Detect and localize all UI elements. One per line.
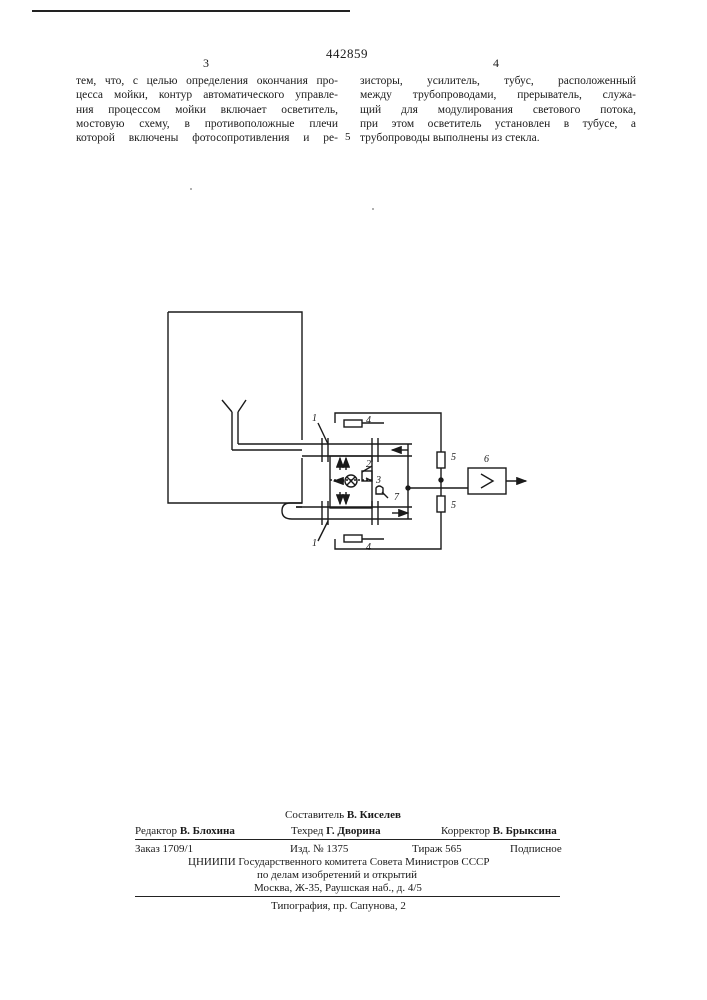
diagram-label: 1: [312, 413, 317, 424]
imprint-rule: [135, 839, 560, 840]
bridge-wire-bottom: [335, 512, 441, 549]
compiler-name: В. Киселев: [347, 809, 401, 821]
issue-number: Изд. № 1375: [290, 842, 348, 856]
editor-name: В. Блохина: [180, 825, 235, 837]
techred-label: Техред: [291, 825, 323, 837]
bridge-wire-top: [335, 413, 441, 452]
compiler-label: Составитель: [285, 809, 344, 821]
diagram-label: 2: [366, 459, 371, 470]
funnel: [222, 400, 246, 450]
organization-address: Москва, Ж-35, Раушская наб., д. 4/5: [254, 881, 422, 895]
subscription: Подписное: [510, 842, 562, 856]
printer-line: Типография, пр. Сапунова, 2: [271, 899, 406, 913]
diagram-label: 5: [451, 452, 456, 463]
upper-pipe: [232, 444, 302, 450]
photoresistor-bottom: [344, 535, 362, 542]
diagram-label: 4: [366, 542, 371, 553]
circulation: Тираж 565: [412, 842, 462, 856]
editor-label: Редактор: [135, 825, 177, 837]
techred-credit: Техред Г. Дворина: [291, 824, 381, 838]
corrector-name: В. Брыксина: [493, 825, 557, 837]
corrector-credit: Корректор В. Брыксина: [441, 824, 557, 838]
diagram-label: 4: [366, 415, 371, 426]
corrector-label: Корректор: [441, 825, 490, 837]
editor-credit: Редактор В. Блохина: [135, 824, 235, 838]
diagram-label: 6: [484, 454, 489, 465]
diagram-label: 7: [394, 492, 400, 503]
organization-line: ЦНИИПИ Государственного комитета Совета …: [188, 855, 490, 869]
compiler-line: Составитель В. Киселев: [285, 808, 401, 822]
tank-outline: [168, 312, 302, 503]
imprint-rule: [135, 896, 560, 897]
amplifier: [468, 468, 506, 494]
diagram-label: 5: [451, 500, 456, 511]
resistor-bottom: [437, 496, 445, 512]
techred-name: Г. Дворина: [326, 825, 380, 837]
lower-pipe-bend: [282, 503, 412, 519]
diagram-label: 1: [312, 538, 317, 549]
diagram-label: 3: [375, 475, 381, 486]
resistor-top: [437, 452, 445, 468]
order-number: Заказ 1709/1: [135, 842, 193, 856]
photoresistor-top: [344, 420, 362, 427]
organization-line: по делам изобретений и открытий: [257, 868, 417, 882]
